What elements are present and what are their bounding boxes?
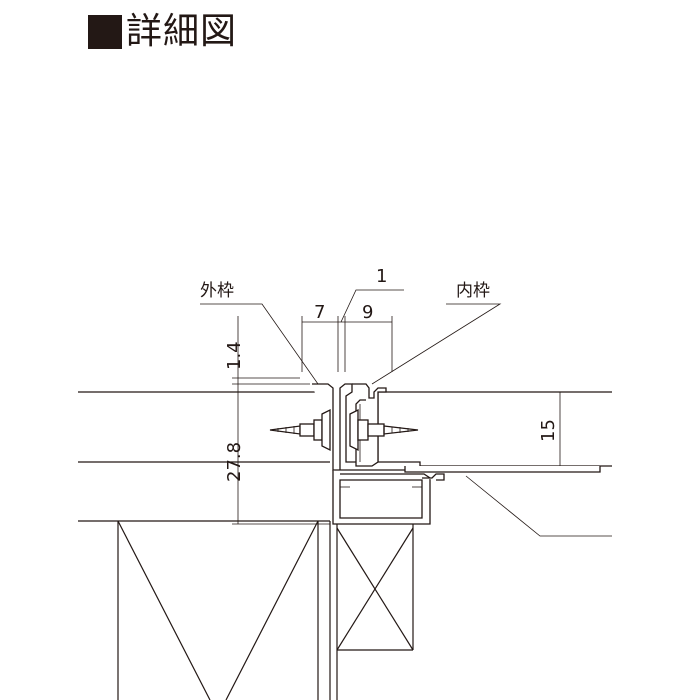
- top-offset-dimension: 1.4: [224, 341, 245, 370]
- outer-height-dimension: 27.8: [224, 442, 245, 482]
- title-block: 詳細図: [88, 8, 237, 56]
- right-width-dimension: 9: [362, 302, 373, 323]
- top-dimensions: [301, 289, 404, 372]
- gap-dimension: 1: [376, 266, 387, 287]
- outer-frame-label: 外枠: [200, 281, 234, 301]
- left-dimensions: [232, 316, 330, 525]
- left-width-dimension: 7: [314, 302, 325, 323]
- title-square-icon: [88, 15, 122, 49]
- support-bracing: [117, 520, 414, 700]
- outer-frame-profile: [312, 383, 445, 525]
- inner-frame-profile: [352, 383, 601, 473]
- page-title: 詳細図: [126, 11, 238, 52]
- left-screw: [269, 408, 331, 452]
- board-height-dimension: 15: [538, 419, 559, 442]
- lower-right-leader: [465, 475, 612, 537]
- inner-frame-label: 内枠: [456, 281, 490, 301]
- left-floor-boards: [78, 391, 330, 522]
- label-leaders: [200, 303, 502, 385]
- right-screw: [349, 408, 419, 452]
